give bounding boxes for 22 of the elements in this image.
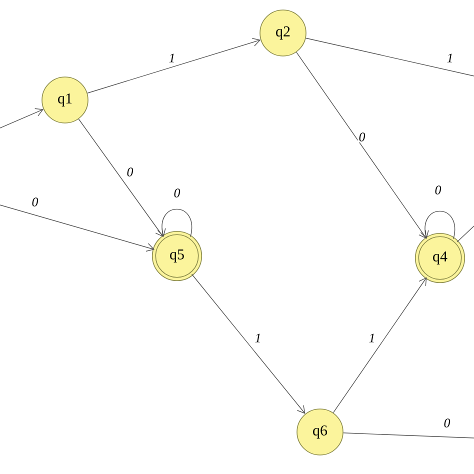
transition-arrow [420, 210, 456, 240]
edge-label: 0 [127, 168, 134, 176]
edge-label: 0 [359, 132, 366, 142]
transition-arrow [332, 277, 427, 414]
edge-label: 0 [174, 188, 180, 198]
edge-label: 1 [447, 54, 452, 62]
transition-arrow [0, 108, 44, 128]
transition-arrow [78, 118, 164, 237]
edge-label: 1 [369, 334, 374, 342]
edge-label: 0 [435, 186, 442, 194]
transition-arrow [0, 204, 155, 252]
edge-label: 1 [169, 54, 174, 62]
edge-label: 0 [444, 418, 450, 428]
transition-line [343, 432, 474, 438]
transition-arrow [157, 208, 192, 238]
edge-label: 1 [255, 334, 260, 342]
transition-arrow [296, 52, 427, 239]
edge-label: 0 [32, 198, 38, 206]
transition-arrow [87, 38, 261, 94]
transition-line [305, 38, 474, 76]
transition-line [456, 226, 474, 242]
transition-arrow [191, 274, 306, 414]
